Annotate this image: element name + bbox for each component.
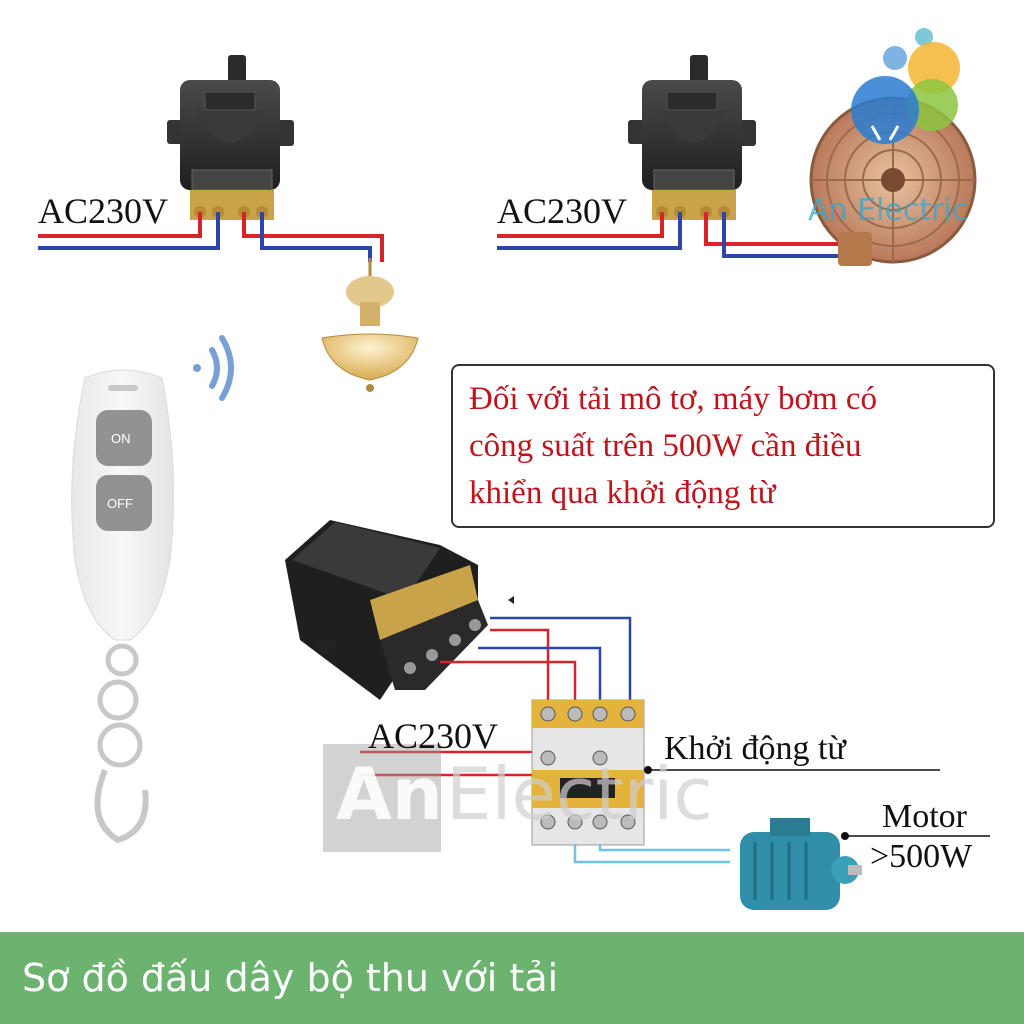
motor-label-line2: >500W xyxy=(870,838,973,875)
wall-fan-icon xyxy=(809,96,977,266)
motor-label-line1: Motor xyxy=(882,798,967,835)
motor-leader-line xyxy=(841,832,990,840)
watermark-box xyxy=(323,744,441,852)
relay-module-icon xyxy=(628,55,756,220)
remote-off-label: OFF xyxy=(107,496,133,511)
contactor-icon xyxy=(531,699,645,846)
note-text: Đối với tải mô tơ, máy bơm có công suất … xyxy=(469,381,877,511)
contactor-leader-line xyxy=(644,766,940,774)
footer-banner: Sơ đồ đấu dây bộ thu với tải xyxy=(0,932,1024,1024)
supply-label-relay-3: AC230V xyxy=(368,716,499,756)
pointer-marker xyxy=(508,596,514,604)
note-box: Đối với tải mô tơ, máy bơm có công suất … xyxy=(451,364,995,528)
watermark-big-first: An xyxy=(336,752,443,836)
wires-relay-2 xyxy=(497,212,845,258)
relay-module-icon xyxy=(167,55,294,220)
wires-relay-1 xyxy=(38,212,384,262)
motor-icon xyxy=(740,818,862,910)
contactor-label: Khởi động từ xyxy=(664,730,846,767)
page-title: Sơ đồ đấu dây bộ thu với tải xyxy=(22,956,559,1000)
supply-label-relay-1: AC230V xyxy=(38,191,169,231)
supply-label-relay-2: AC230V xyxy=(497,191,628,231)
watermark-small: An Electric xyxy=(808,193,969,228)
chandelier-icon xyxy=(321,258,419,392)
remote-control-icon xyxy=(71,369,175,844)
remote-on-label: ON xyxy=(111,431,131,446)
relay-module-icon xyxy=(285,520,488,700)
lightbulb-logo-icon xyxy=(851,28,960,144)
watermark-big-rest: Electric xyxy=(446,752,713,836)
wireless-signal-icon xyxy=(193,335,234,401)
